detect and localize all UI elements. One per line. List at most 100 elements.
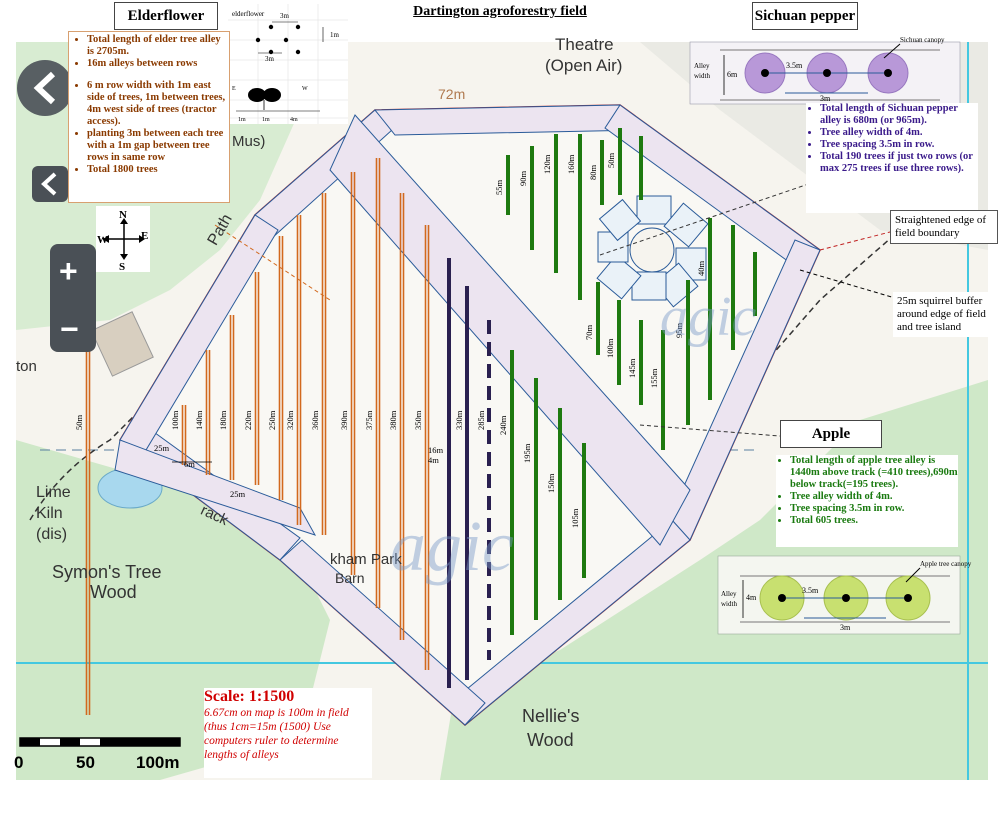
elder-note: 6 m row width with 1m east side of trees… [87,80,227,128]
svg-text:6m: 6m [727,70,738,79]
elder-row-label: 50m [74,415,84,431]
pepper-row-label: 330m [454,410,464,430]
svg-text:3m: 3m [280,12,290,20]
svg-text:1m: 1m [262,117,270,123]
pepper-note: Tree alley width of 4m. [820,127,978,139]
apple-row-label: 240m [498,415,508,435]
watermark: agic [390,506,514,586]
apple-row-label: 70m [584,325,594,341]
pepper-note: Tree spacing 3.5m in row. [820,139,978,151]
footpath [29,259,251,521]
map-label-kiln: Kiln [36,505,63,522]
apple-note: Total length of apple tree alley is 1440… [790,455,958,491]
apple-note: Tree spacing 3.5m in row. [790,503,958,515]
dim-16m: 16m [428,445,444,455]
apple-row-label: 95m [674,323,684,339]
svg-text:0: 0 [14,753,23,772]
svg-text:E: E [232,86,236,92]
chevron-left-icon [33,71,56,105]
elder-row-label: 350m [413,410,423,430]
svg-text:W: W [302,86,308,92]
elderflower-header: Elderflower [114,2,218,30]
sichuan-diagram: Sichuan canopy Alley width 6m 3.5m 3m [689,36,961,105]
map-label-mus: Mus) [232,133,265,150]
map-label-symons: Symon's Tree [52,562,161,582]
chevron-left-icon [41,172,57,196]
svg-text:4m: 4m [746,593,757,602]
elder-row-label: 390m [339,410,349,430]
collapse-control[interactable] [32,166,68,202]
apple-row-label: 155m [649,368,659,388]
apple-row-label: 80m [588,165,598,181]
straightened-edge-note: Straightened edge of field boundary [890,210,998,244]
elder-pointer [214,224,331,301]
svg-text:3m: 3m [840,623,851,632]
pepper-pointer [599,174,836,256]
squirrel-buffer-note: 25m squirrel buffer around edge of field… [893,292,996,337]
svg-text:S: S [119,261,125,273]
scale-box: Scale: 1:1500 6.67cm on map is 100m in f… [204,688,372,778]
svg-text:width: width [694,72,710,80]
map-label-nellies-wood: Wood [527,730,574,750]
svg-text:100m: 100m [136,753,179,772]
elder-row-label: 220m [243,410,253,430]
watermark: agic [660,286,757,348]
elder-note: 16m alleys between rows [87,58,227,70]
dim-25m-lower: 25m [230,489,246,499]
back-control[interactable] [17,60,73,116]
apple-row-label: 160m [566,154,576,174]
elder-note: Total 1800 trees [87,164,227,176]
apple-row-label: 195m [522,443,532,463]
svg-text:Sichuan canopy: Sichuan canopy [900,36,945,44]
svg-text:3m: 3m [820,94,831,103]
zoom-control[interactable] [50,244,96,352]
map-label-lime: Lime [36,484,71,501]
apple-row-label: 90m [518,171,528,187]
svg-text:1m: 1m [238,117,246,123]
svg-text:E: E [141,230,148,242]
elderflower-notes: Total length of elder tree alley is 2705… [68,31,230,203]
zoom-out-button[interactable]: − [60,311,79,347]
zoom-in-button[interactable]: + [59,253,78,289]
elder-note: Total length of elder tree alley is 2705… [87,34,227,58]
apple-row-label: 145m [627,358,637,378]
svg-text:Alley: Alley [694,62,710,70]
apple-row-label: 105m [570,508,580,528]
scale-bar: 0 50 100m [14,737,181,772]
apple-notes: Total length of apple tree alley is 1440… [776,455,958,547]
buffer-pointer [799,269,896,299]
sichuan-header: Sichuan pepper [752,2,858,30]
map-label-nellies: Nellie's [522,706,579,726]
compass-icon: N S W E [96,206,150,273]
svg-text:1m: 1m [330,31,340,39]
dim-4m: 4m [428,455,439,465]
svg-text:50: 50 [76,753,95,772]
apple-note: Tree alley width of 4m. [790,491,958,503]
pepper-row-label: 285m [476,410,486,430]
elder-note: planting 3m between each tree with a 1m … [87,128,227,164]
tree-island [596,195,709,308]
elderflower-diagram: elderflower 3m 1m 3m E W 1m 1m 4m [228,4,348,124]
map-label-ton: ton [16,358,37,375]
svg-text:3.5m: 3.5m [786,61,803,70]
dim-6m: 6m [184,459,195,469]
svg-text:4m: 4m [290,117,298,123]
elder-row-label: 180m [218,410,228,430]
svg-text:width: width [721,600,737,608]
apple-row-label: 100m [605,338,615,358]
elder-row-label: 140m [194,410,204,430]
map-label-open-air: (Open Air) [545,56,622,75]
apple-row-label: 150m [546,473,556,493]
map-controls[interactable]: + − [17,60,96,352]
svg-text:W: W [97,234,108,246]
scale-text: 6.67cm on map is 100m in field (thus 1cm… [204,707,349,761]
elder-row-label: 380m [388,410,398,430]
map-label-barn: Barn [335,570,365,586]
sichuan-notes: Total length of Sichuan pepper alley is … [806,103,978,213]
map-label-72m: 72m [438,86,465,102]
svg-text:3.5m: 3.5m [802,586,819,595]
apple-row-label: 120m [542,154,552,174]
elder-row-label: 250m [267,410,277,430]
apple-row-label: 55m [494,180,504,196]
svg-text:Alley: Alley [721,590,737,598]
